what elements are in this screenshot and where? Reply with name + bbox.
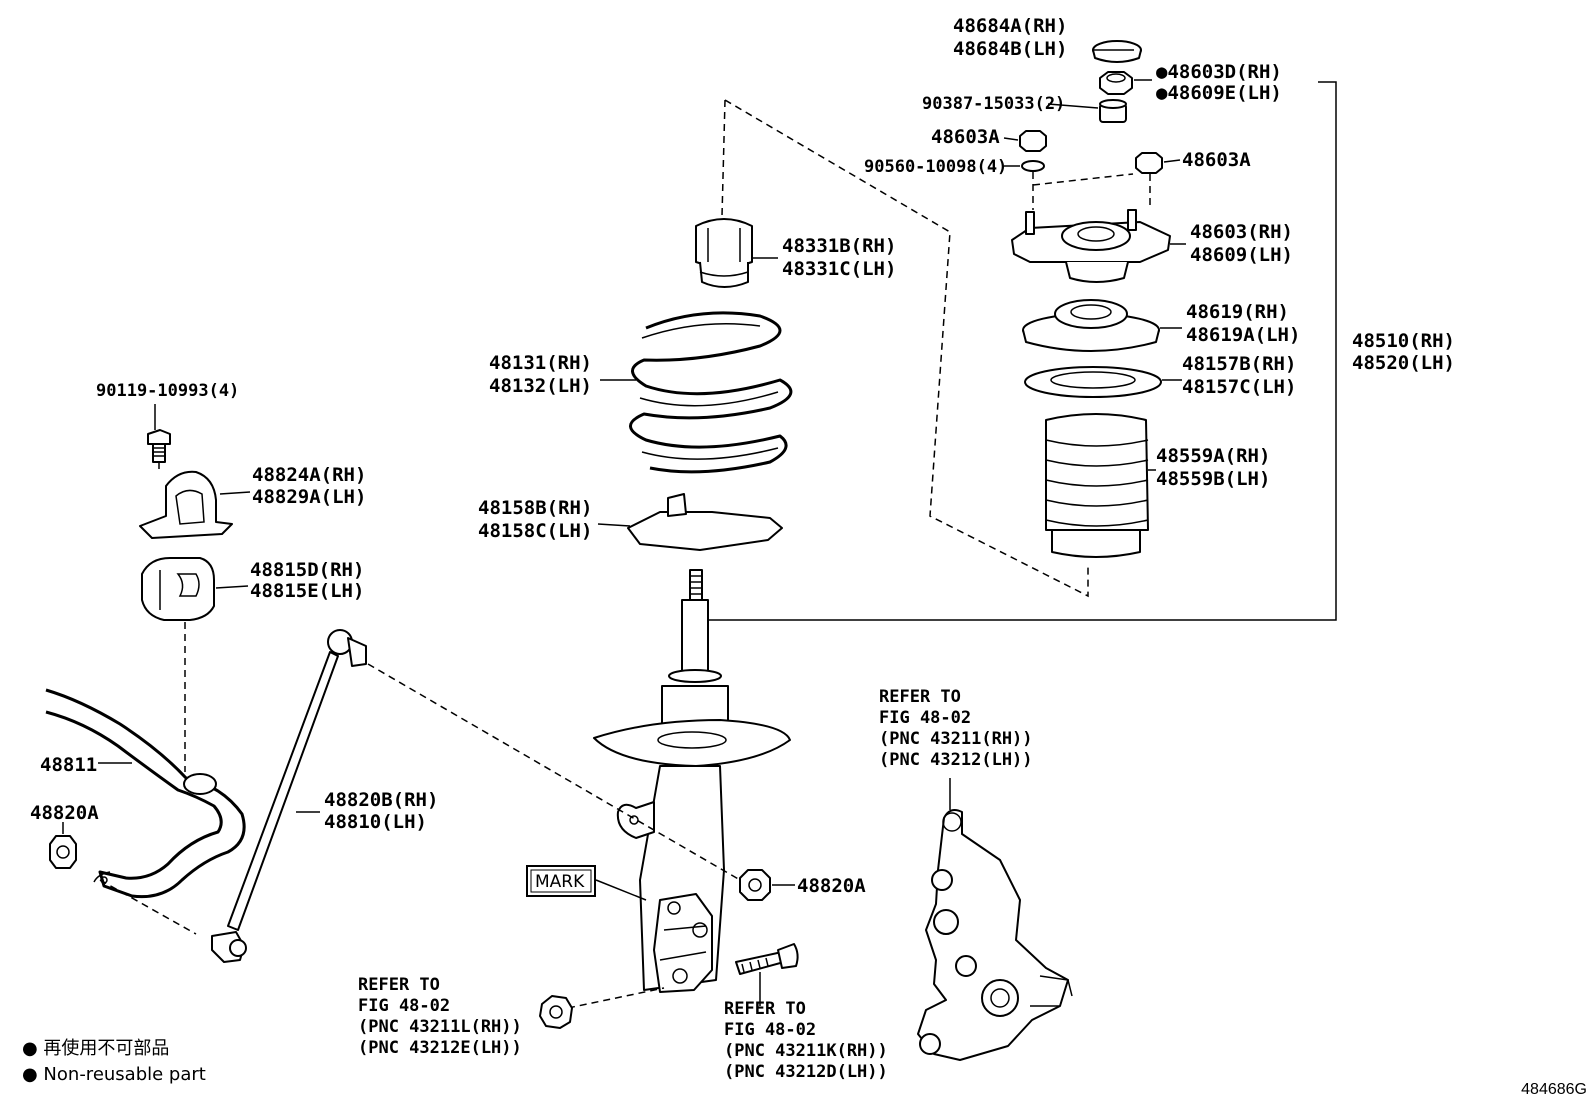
refer-nut-line-4: (PNC 43212E(LH)) — [358, 1038, 522, 1058]
shock-absorber — [593, 569, 791, 993]
refer-knuckle: REFER TO FIG 48-02 (PNC 43211(RH)) (PNC … — [879, 687, 1033, 770]
stud-guide-lines — [1032, 172, 1151, 210]
label-48157-lh: 48157C(LH) — [1182, 376, 1296, 398]
label-48603a-left: 48603A — [931, 126, 1000, 148]
label-48820a-left: 48820A — [30, 802, 99, 824]
legend-line-english: ● Non-reusable part — [22, 1064, 206, 1085]
nut-48820a-mid — [739, 869, 771, 901]
label-48619-lh: 48619A(LH) — [1186, 324, 1300, 346]
coil-spring-48131 — [629, 311, 793, 474]
label-48510-lh: 48520(LH) — [1352, 352, 1455, 374]
label-48510-rh: 48510(RH) — [1352, 330, 1455, 352]
label-48820a-mid: 48820A — [797, 875, 866, 897]
label-90560: 90560-10098(4) — [864, 157, 1007, 177]
mark-callout: MARK — [526, 865, 596, 897]
refer-knuckle-line-1: REFER TO — [879, 687, 961, 707]
legend-line-japanese: ● 再使用不可部品 — [22, 1038, 169, 1059]
dust-cap-48684 — [1092, 40, 1142, 63]
stabilizer-bushing-48815 — [141, 557, 215, 621]
nut-to-strut-dashed-line — [567, 987, 665, 1009]
nut-lower — [539, 995, 573, 1029]
label-48603-lh: 48609(LH) — [1190, 244, 1293, 266]
label-48559-lh: 48559B(LH) — [1156, 468, 1270, 490]
label-90119: 90119-10993(4) — [96, 381, 239, 401]
label-48815-rh: 48815D(RH) — [250, 559, 364, 581]
label-48815-lh: 48815E(LH) — [250, 580, 364, 602]
insulator-48157 — [1024, 366, 1162, 398]
label-48820b-rh: 48820B(RH) — [324, 789, 438, 811]
washer-90560 — [1021, 160, 1045, 172]
label-48603d-lh: ●48609E(LH) — [1156, 82, 1282, 104]
spring-lower-insulator-48158 — [627, 493, 783, 551]
nut-48603a-right — [1135, 152, 1163, 174]
label-48811: 48811 — [40, 754, 97, 776]
assembly-bracket-48510 — [702, 81, 1337, 621]
bolt-lower — [735, 943, 799, 975]
label-48603-rh: 48603(RH) — [1190, 221, 1293, 243]
legend: ● 再使用不可部品 ● Non-reusable part — [22, 1038, 206, 1085]
label-48824-rh: 48824A(RH) — [252, 464, 366, 486]
stabilizer-bracket-48824 — [139, 470, 233, 539]
refer-bolt: REFER TO FIG 48-02 (PNC 43211K(RH)) (PNC… — [724, 999, 888, 1082]
label-48158-lh: 48158C(LH) — [478, 520, 592, 542]
nut-48820a-left — [49, 835, 77, 869]
mark-label: MARK — [535, 872, 585, 892]
label-48331-lh: 48331C(LH) — [782, 258, 896, 280]
bolt-90119 — [147, 429, 171, 463]
bellows-48559 — [1045, 413, 1149, 558]
refer-nut-line-3: (PNC 43211L(RH)) — [358, 1017, 522, 1037]
leader-lines — [62, 49, 1186, 1006]
refer-bolt-line-2: FIG 48-02 — [724, 1020, 816, 1040]
nut-48603a-left — [1019, 130, 1047, 152]
label-48684-rh: 48684A(RH) — [953, 15, 1067, 37]
label-48820b-lh: 48810(LH) — [324, 811, 427, 833]
label-48824-lh: 48829A(LH) — [252, 486, 366, 508]
label-48131-rh: 48131(RH) — [489, 352, 592, 374]
stabilizer-bar-48811 — [45, 688, 246, 899]
refer-knuckle-line-2: FIG 48-02 — [879, 708, 971, 728]
spring-upper-seat-48619 — [1022, 299, 1160, 352]
label-48684-lh: 48684B(LH) — [953, 38, 1067, 60]
steering-knuckle — [917, 809, 1073, 1061]
label-48619-rh: 48619(RH) — [1186, 301, 1289, 323]
refer-bolt-line-1: REFER TO — [724, 999, 806, 1019]
label-48331-rh: 48331B(RH) — [782, 235, 896, 257]
label-48559-rh: 48559A(RH) — [1156, 445, 1270, 467]
label-48131-lh: 48132(LH) — [489, 375, 592, 397]
bar-to-link-dashed-line — [99, 879, 197, 935]
refer-nut: REFER TO FIG 48-02 (PNC 43211L(RH)) (PNC… — [358, 975, 522, 1058]
refer-bolt-line-3: (PNC 43211K(RH)) — [724, 1041, 888, 1061]
label-48603a-right: 48603A — [1182, 149, 1251, 171]
stabilizer-link-48820b — [211, 629, 367, 963]
collar-90387 — [1099, 99, 1127, 123]
exploded-view-outline — [721, 99, 1089, 598]
label-48157-rh: 48157B(RH) — [1182, 353, 1296, 375]
upper-support-48603 — [1011, 209, 1171, 283]
bound-stopper-48331 — [695, 218, 753, 288]
label-90387: 90387-15033(2) — [922, 94, 1065, 114]
figure-code: 484686G — [1521, 1081, 1587, 1098]
refer-knuckle-line-3: (PNC 43211(RH)) — [879, 729, 1033, 749]
label-48603d-rh: ●48603D(RH) — [1156, 61, 1282, 83]
refer-nut-line-1: REFER TO — [358, 975, 440, 995]
refer-knuckle-line-4: (PNC 43212(LH)) — [879, 750, 1033, 770]
refer-nut-line-2: FIG 48-02 — [358, 996, 450, 1016]
nut-48603d — [1099, 71, 1133, 95]
refer-bolt-line-4: (PNC 43212D(LH)) — [724, 1062, 888, 1082]
label-48158-rh: 48158B(RH) — [478, 497, 592, 519]
